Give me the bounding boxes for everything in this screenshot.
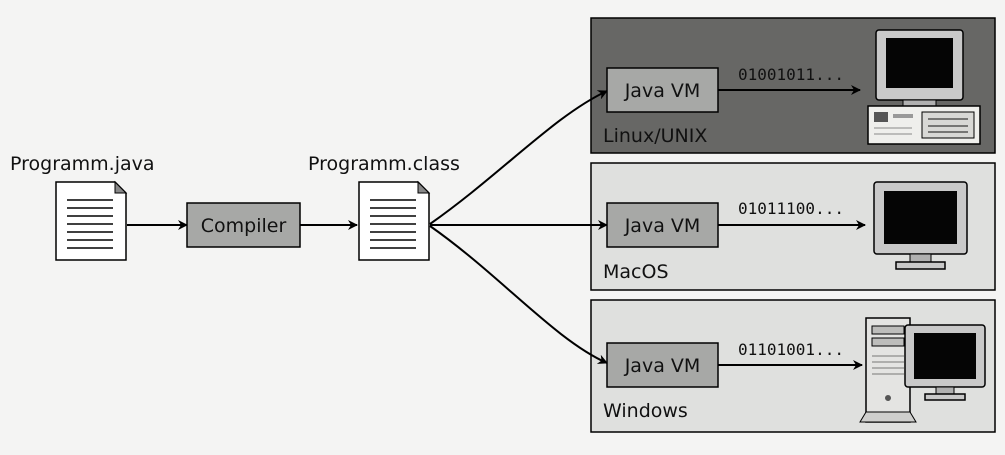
- arrow-class-to-linux-vm: [429, 90, 608, 225]
- class-file-icon: [358, 180, 431, 261]
- compiler-label: Compiler: [201, 215, 287, 237]
- windows-bits-label: 01101001...: [738, 340, 844, 359]
- tower-pc-with-monitor-icon: [859, 317, 986, 423]
- linux-java-vm-label: Java VM: [624, 80, 701, 102]
- macos-os-label: MacOS: [603, 261, 669, 283]
- macos-bits-label: 01011100...: [738, 199, 844, 218]
- windows-java-vm-box: Java VM: [606, 342, 719, 388]
- linux-os-label: Linux/UNIX: [603, 125, 707, 147]
- linux-bits-label: 01001011...: [738, 65, 844, 84]
- monitor-icon: [873, 181, 968, 270]
- java-file-icon: [55, 180, 128, 261]
- macos-java-vm-label: Java VM: [624, 215, 701, 237]
- windows-java-vm-label: Java VM: [624, 355, 701, 377]
- source-file-label: Programm.java: [10, 153, 155, 175]
- arrow-class-to-windows-vm: [429, 225, 608, 364]
- desktop-computer-with-monitor-icon: [867, 29, 981, 145]
- compiler-box: Compiler: [186, 202, 301, 248]
- macos-java-vm-box: Java VM: [606, 202, 719, 248]
- linux-java-vm-box: Java VM: [606, 67, 719, 113]
- class-file-label: Programm.class: [308, 153, 460, 175]
- windows-os-label: Windows: [603, 400, 688, 422]
